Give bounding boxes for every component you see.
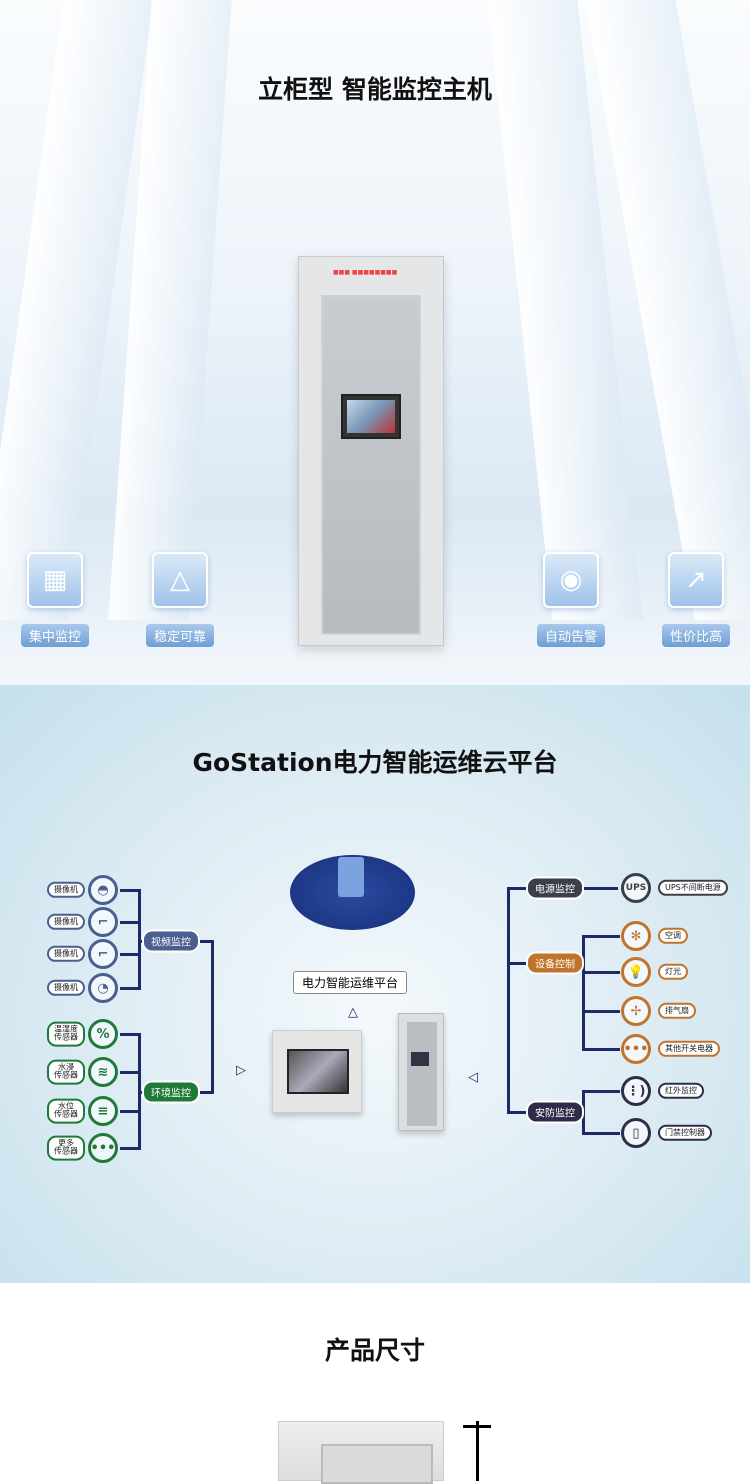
ups-icon: UPS: [621, 873, 651, 903]
feature-label: 自动告警: [536, 624, 605, 647]
more-icon: •••: [88, 1133, 118, 1163]
device-label: 排气扇: [658, 1002, 696, 1020]
price-chart-icon: ↗: [668, 552, 724, 608]
connector-line: [120, 1147, 140, 1150]
device-label: 摄像机: [47, 913, 85, 931]
dome-camera-icon: ◓: [88, 875, 118, 905]
connector-line: [582, 935, 585, 1051]
dimensions-section: 产品尺寸: [0, 1283, 750, 1484]
device-label: 门禁控制器: [658, 1124, 712, 1142]
connector-line: [584, 935, 620, 938]
group-label: 环境监控: [142, 1080, 200, 1104]
connector-line: [138, 889, 141, 990]
platform-section: GoStation电力智能运维云平台 摄像机◓摄像机⌐摄像机⌐摄像机◔视频监控温…: [0, 685, 750, 1283]
water-leak-icon: ≋: [88, 1057, 118, 1087]
more-icon: •••: [621, 1034, 651, 1064]
cabinet-host: [398, 1013, 444, 1131]
ptz-camera-icon: ◔: [88, 973, 118, 1003]
connector-line: [211, 940, 214, 1094]
connector-line: [120, 953, 140, 956]
bullet-camera-icon: ⌐: [88, 939, 118, 969]
connector-line: [584, 1090, 620, 1093]
feature-value: ↗ 性价比高: [656, 552, 736, 647]
arrow-up-icon: △: [348, 1005, 358, 1020]
connector-line: [120, 1110, 140, 1113]
device-label: 红外监控: [658, 1082, 704, 1100]
cabinet-dimension-image: [278, 1421, 444, 1484]
server-building-icon: [338, 857, 364, 897]
device-label: 空调: [658, 927, 688, 945]
group-label: 设备控制: [526, 951, 584, 975]
section-title: 立柜型 智能监控主机: [258, 75, 492, 104]
cabinet-door: [321, 295, 421, 635]
connector-line: [584, 1048, 620, 1051]
connector-line: [507, 887, 510, 1114]
feature-alarm: ◉ 自动告警: [531, 552, 611, 647]
cabinet-screen: [341, 394, 401, 439]
group-label: 电源监控: [526, 876, 584, 900]
pyramid-icon: △: [152, 552, 208, 608]
group-label: 安防监控: [526, 1100, 584, 1124]
connector-line: [138, 1033, 141, 1150]
feature-label: 集中监控: [20, 624, 89, 647]
dimension-line: [476, 1421, 479, 1481]
water-level-icon: ≡: [88, 1096, 118, 1126]
device-label: UPS不间断电源: [658, 879, 728, 897]
device-label: 水位 传感器: [47, 1098, 85, 1124]
device-label: 温湿度 传感器: [47, 1021, 85, 1047]
connector-line: [120, 921, 140, 924]
device-label: 摄像机: [47, 979, 85, 997]
connector-line: [120, 987, 140, 990]
feature-reliable: △ 稳定可靠: [140, 552, 220, 647]
connector-line: [584, 971, 620, 974]
connector-line: [584, 1132, 620, 1135]
connector-line: [120, 1033, 140, 1036]
device-label: 水浸 传感器: [47, 1059, 85, 1085]
temperature-humidity-icon: %: [88, 1019, 118, 1049]
cabinet-logo: ■■■ ■■■■■■■■: [333, 269, 398, 276]
device-label: 摄像机: [47, 945, 85, 963]
wall-mount-host: [272, 1030, 362, 1113]
device-label: 更多 传感器: [47, 1135, 85, 1161]
infrared-icon: ⋮): [621, 1076, 651, 1106]
alarm-light-icon: ◉: [543, 552, 599, 608]
feature-label: 性价比高: [661, 624, 730, 647]
arrow-left-icon: ◁: [468, 1070, 478, 1085]
group-label: 视频监控: [142, 929, 200, 953]
device-label: 灯光: [658, 963, 688, 981]
feature-centralized: ▦ 集中监控: [15, 552, 95, 647]
device-label: 摄像机: [47, 881, 85, 899]
monitor-grid-icon: ▦: [27, 552, 83, 608]
arrow-right-icon: ▷: [236, 1063, 246, 1078]
section-title: GoStation电力智能运维云平台: [192, 748, 558, 777]
connector-line: [120, 1071, 140, 1074]
device-label: 其他开关电器: [658, 1040, 720, 1058]
bullet-camera-icon: ⌐: [88, 907, 118, 937]
cabinet-image: ■■■ ■■■■■■■■: [298, 256, 444, 646]
connector-line: [584, 1010, 620, 1013]
feature-label: 稳定可靠: [145, 624, 214, 647]
platform-label: 电力智能运维平台: [293, 971, 408, 994]
snowflake-icon: ✻: [621, 921, 651, 951]
door-icon: ▯: [621, 1118, 651, 1148]
fan-icon: ✢: [621, 996, 651, 1026]
hero-section: 立柜型 智能监控主机 ■■■ ■■■■■■■■ ▦ 集中监控 △ 稳定可靠 ◉ 自动告…: [0, 0, 750, 685]
connector-line: [120, 889, 140, 892]
bulb-icon: 💡: [621, 957, 651, 987]
section-title: 产品尺寸: [324, 1336, 425, 1365]
